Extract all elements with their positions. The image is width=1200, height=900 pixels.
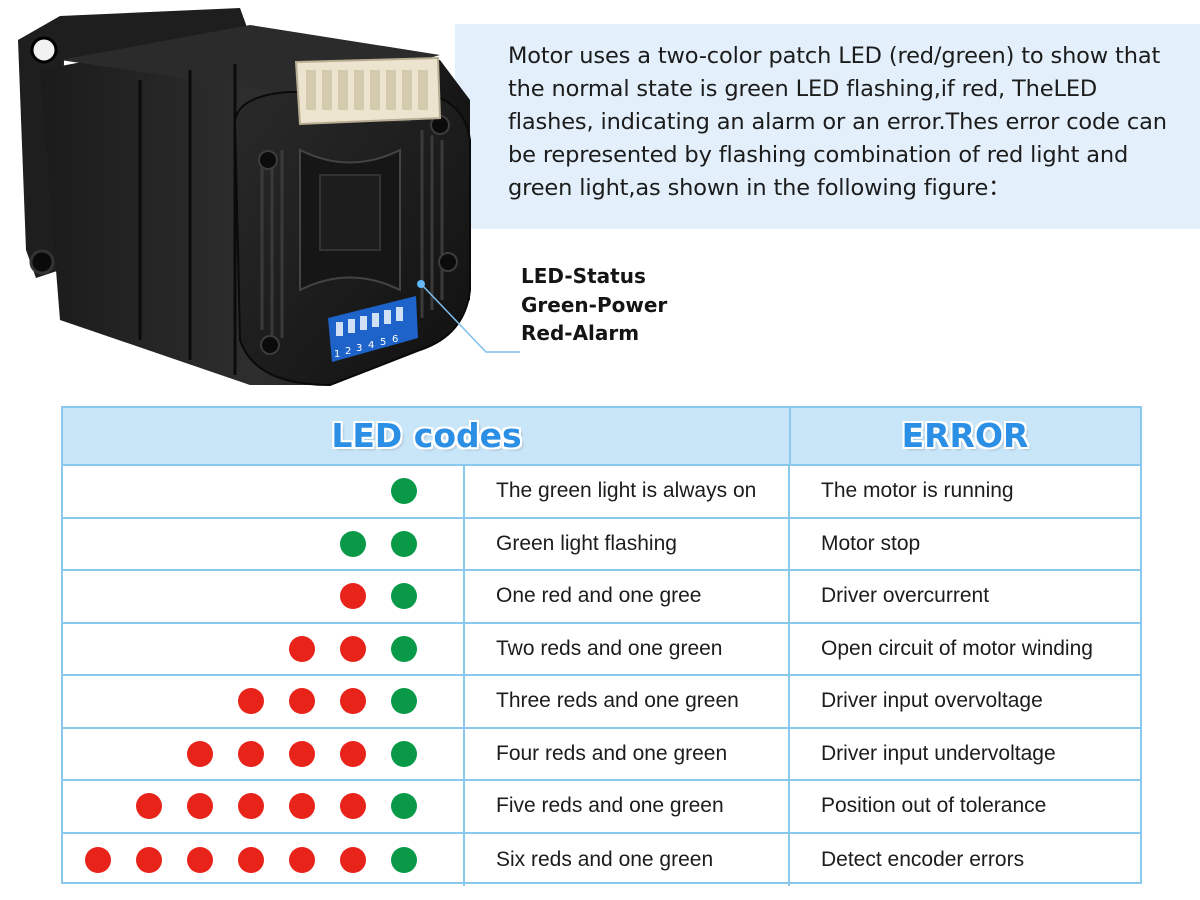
error-text: Motor stop xyxy=(821,531,921,555)
red-led-dot xyxy=(340,793,366,820)
green-led-dot xyxy=(391,740,417,767)
red-led-dot xyxy=(289,740,315,767)
red-led-dot xyxy=(187,846,213,873)
led-code-text: Five reds and one green xyxy=(496,794,724,818)
callout-red-alarm: Red-Alarm xyxy=(521,321,640,345)
led-code-text: Three reds and one green xyxy=(496,689,739,713)
led-code-cell: Two reds and one green xyxy=(463,623,790,674)
led-code-cell: One red and one gree xyxy=(463,571,790,622)
table-row: Green light flashing Motor stop xyxy=(63,518,1140,571)
red-led-dot xyxy=(340,635,366,662)
led-code-text: Four reds and one green xyxy=(496,741,728,765)
error-cell: Open circuit of motor winding xyxy=(790,624,1140,675)
red-led-dot xyxy=(136,793,162,820)
green-led-dot xyxy=(391,846,417,873)
green-led-dot xyxy=(391,793,417,820)
stepper-motor-image: 1 2 3 4 5 6 xyxy=(18,8,520,387)
red-led-dot xyxy=(187,740,213,767)
red-led-dot xyxy=(136,846,162,873)
table-body: The green light is always on The motor is… xyxy=(63,466,1140,886)
error-cell: Driver overcurrent xyxy=(790,571,1140,622)
led-code-cell: Four reds and one green xyxy=(463,728,790,779)
dip-switch-label-1: 1 xyxy=(334,349,340,360)
red-led-dot xyxy=(187,793,213,820)
header-led-codes: LED codes xyxy=(331,416,522,455)
header-divider xyxy=(789,408,791,466)
table-header: LED codes ERROR xyxy=(63,408,1140,466)
error-cell: Driver input undervoltage xyxy=(790,729,1140,780)
red-led-dot xyxy=(289,688,315,715)
error-cell: Detect encoder errors xyxy=(790,834,1140,887)
led-pattern-cell xyxy=(63,624,463,675)
error-text: Detect encoder errors xyxy=(821,847,1025,871)
red-led-dot xyxy=(238,740,264,767)
table-row: Two reds and one green Open circuit of mo… xyxy=(63,623,1140,676)
green-led-dot xyxy=(391,478,417,505)
red-led-dot xyxy=(238,688,264,715)
description-panel xyxy=(455,24,1200,229)
green-led-dot xyxy=(391,635,417,662)
callout-led-status: LED-Status xyxy=(521,264,646,288)
dip-switch-label-4: 4 xyxy=(368,340,374,351)
led-code-cell: Three reds and one green xyxy=(463,676,790,727)
led-pattern-cell xyxy=(63,676,463,727)
led-code-text: Six reds and one green xyxy=(496,847,714,871)
error-text: Driver input undervoltage xyxy=(821,741,1056,765)
dip-switch-label-3: 3 xyxy=(356,343,362,354)
dip-switch-label-6: 6 xyxy=(392,334,398,345)
led-code-cell: Green light flashing xyxy=(463,518,790,569)
error-text: Driver input overvoltage xyxy=(821,689,1043,713)
led-pattern-cell xyxy=(63,834,463,887)
error-cell: Motor stop xyxy=(790,519,1140,570)
led-pattern-cell xyxy=(63,781,463,832)
error-cell: Position out of tolerance xyxy=(790,781,1140,832)
led-code-cell: The green light is always on xyxy=(463,466,790,517)
red-led-dot xyxy=(289,846,315,873)
dip-switch-label-2: 2 xyxy=(345,346,351,357)
error-text: Driver overcurrent xyxy=(821,584,990,608)
red-led-dot xyxy=(340,688,366,715)
led-code-text: Two reds and one green xyxy=(496,636,723,660)
led-code-cell: Five reds and one green xyxy=(463,781,790,832)
red-led-dot xyxy=(289,793,315,820)
led-pattern-cell xyxy=(63,571,463,622)
red-led-dot xyxy=(238,846,264,873)
led-pattern-cell xyxy=(63,729,463,780)
red-led-dot xyxy=(340,846,366,873)
callout-green-power: Green-Power xyxy=(521,292,668,317)
error-text: The motor is running xyxy=(821,479,1014,503)
red-led-dot xyxy=(340,740,366,767)
led-code-table: LED codes ERROR The green light is alway… xyxy=(61,406,1142,886)
led-pattern-cell xyxy=(63,466,463,517)
led-code-text: One red and one gree xyxy=(496,584,702,608)
led-callout: LED-Status Green-Power Red-Alarm xyxy=(521,262,667,348)
led-pattern-cell xyxy=(63,519,463,570)
header-error: ERROR xyxy=(901,416,1029,455)
led-code-text: Green light flashing xyxy=(496,531,677,555)
table-row: One red and one gree Driver overcurrent xyxy=(63,571,1140,624)
green-led-dot xyxy=(340,530,366,557)
error-cell: The motor is running xyxy=(790,466,1140,517)
table-row: Four reds and one green Driver input unde… xyxy=(63,728,1140,781)
green-led-dot xyxy=(391,688,417,715)
table-row: Six reds and one green Detect encoder err… xyxy=(63,833,1140,887)
table-row: Five reds and one green Position out of t… xyxy=(63,781,1140,834)
red-led-dot xyxy=(238,793,264,820)
led-code-text: The green light is always on xyxy=(496,479,757,503)
red-led-dot xyxy=(289,635,315,662)
green-led-dot xyxy=(391,530,417,557)
description-text: Motor uses a two-color patch LED (red/gr… xyxy=(508,43,1167,201)
table-row: Three reds and one green Driver input ove… xyxy=(63,676,1140,729)
red-led-dot xyxy=(85,846,111,873)
error-text: Position out of tolerance xyxy=(821,794,1047,818)
error-cell: Driver input overvoltage xyxy=(790,676,1140,727)
green-led-dot xyxy=(391,583,417,610)
table-row: The green light is always on The motor is… xyxy=(63,466,1140,519)
dip-switch-label-5: 5 xyxy=(380,337,386,348)
red-led-dot xyxy=(340,583,366,610)
error-text: Open circuit of motor winding xyxy=(821,636,1093,660)
led-code-cell: Six reds and one green xyxy=(463,833,790,886)
